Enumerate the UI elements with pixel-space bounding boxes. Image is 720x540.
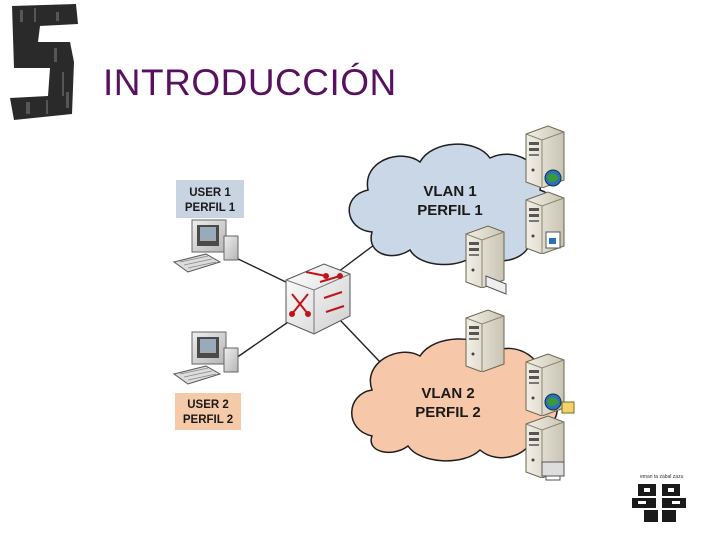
vlan1-label-2: PERFIL 1 <box>417 202 483 219</box>
printer-icon <box>541 461 565 481</box>
server-icon <box>465 225 505 288</box>
switch-icon <box>285 263 351 335</box>
globe-icon <box>544 169 562 187</box>
logo-caption: eman ta zabal zazu <box>640 474 684 480</box>
user1-computer-icon <box>172 219 239 273</box>
server-icon <box>465 309 505 372</box>
vlan2-label-1: VLAN 2 <box>421 385 474 402</box>
document-icon <box>545 231 561 249</box>
page-title: INTRODUCCIÓN <box>103 62 397 103</box>
svg-text:PERFIL 1: PERFIL 1 <box>185 202 236 214</box>
vlan2-label-2: PERFIL 2 <box>415 404 481 421</box>
keyboard-icon <box>485 275 507 295</box>
vlan1-cloud: VLAN 1 PERFIL 1 <box>348 143 558 266</box>
database-icon <box>561 401 575 414</box>
connection-lines <box>231 241 381 363</box>
vlan1-label-1: VLAN 1 <box>423 183 476 200</box>
user1-label-box: USER 1 PERFIL 1 <box>176 180 244 218</box>
user2-label-box: USER 2 PERFIL 2 <box>175 393 241 430</box>
vlan2-cloud: VLAN 2 PERFIL 2 <box>351 338 558 462</box>
university-logo <box>632 484 686 522</box>
brand-logo <box>10 4 78 120</box>
svg-text:USER 2: USER 2 <box>187 399 229 411</box>
svg-text:USER 1: USER 1 <box>189 187 231 199</box>
globe-icon <box>544 393 562 411</box>
user2-computer-icon <box>172 331 239 385</box>
svg-text:PERFIL 2: PERFIL 2 <box>183 414 233 426</box>
